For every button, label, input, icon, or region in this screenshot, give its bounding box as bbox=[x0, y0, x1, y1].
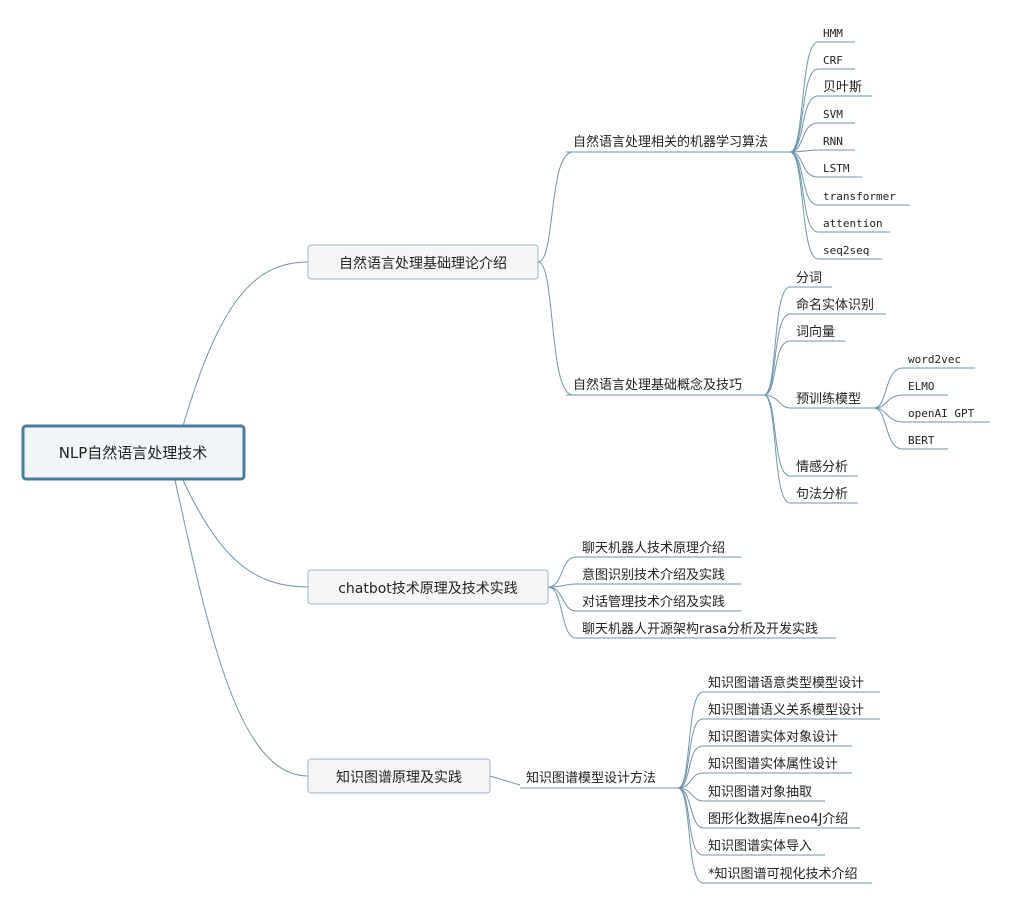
svg-text:SVM: SVM bbox=[823, 108, 843, 121]
svg-text:命名实体识别: 命名实体识别 bbox=[796, 297, 874, 313]
basic-concepts-links bbox=[763, 286, 791, 504]
branch-knowledge-graph[interactable]: 知识图谱原理及实践 bbox=[307, 758, 491, 794]
leaf-bert[interactable]: BERT bbox=[903, 434, 948, 450]
svg-text:word2vec: word2vec bbox=[908, 353, 961, 366]
ml-algorithm-links bbox=[789, 41, 819, 260]
node-ml-algorithms[interactable]: 自然语言处理相关的机器学习算法 bbox=[566, 134, 790, 153]
leaf-elmo[interactable]: ELMO bbox=[903, 380, 948, 396]
svg-text:LSTM: LSTM bbox=[823, 162, 850, 175]
svg-text:ELMO: ELMO bbox=[908, 380, 935, 393]
leaf-transformer[interactable]: transformer bbox=[818, 190, 910, 206]
leaf-attention[interactable]: attention bbox=[818, 217, 890, 233]
leaf-openai-gpt[interactable]: openAI GPT bbox=[903, 407, 990, 423]
svg-text:意图识别技术介绍及实践: 意图识别技术介绍及实践 bbox=[582, 567, 725, 583]
svg-text:attention: attention bbox=[823, 217, 883, 230]
node-basic-concepts[interactable]: 自然语言处理基础概念及技巧 bbox=[566, 377, 764, 396]
kg-design-links bbox=[677, 691, 704, 884]
leaf-neo4j[interactable]: 图形化数据库neo4J介绍 bbox=[703, 811, 860, 829]
svg-text:知识图谱对象抽取: 知识图谱对象抽取 bbox=[708, 784, 812, 800]
svg-text:知识图谱语义关系模型设计: 知识图谱语义关系模型设计 bbox=[708, 702, 864, 718]
svg-text:对话管理技术介绍及实践: 对话管理技术介绍及实践 bbox=[582, 595, 725, 610]
svg-text:知识图谱实体对象设计: 知识图谱实体对象设计 bbox=[708, 729, 838, 745]
label-kg-model-design: 知识图谱模型设计方法 bbox=[526, 770, 656, 786]
root-links bbox=[174, 261, 309, 777]
branch-nlp-basics[interactable]: 自然语言处理基础理论介绍 bbox=[307, 244, 539, 280]
leaf-kg-semantic-relation[interactable]: 知识图谱语义关系模型设计 bbox=[703, 702, 880, 720]
branch1-links bbox=[537, 151, 574, 396]
pretrained-links bbox=[873, 367, 904, 450]
leaf-kg-entity-object[interactable]: 知识图谱实体对象设计 bbox=[703, 729, 852, 747]
svg-text:知识图谱实体属性设计: 知识图谱实体属性设计 bbox=[708, 756, 838, 772]
svg-text:seq2seq: seq2seq bbox=[823, 244, 869, 257]
branch-label-nlp-basics: 自然语言处理基础理论介绍 bbox=[339, 255, 507, 272]
svg-text:情感分析: 情感分析 bbox=[796, 459, 848, 475]
leaf-word2vec[interactable]: word2vec bbox=[903, 353, 975, 369]
svg-text:BERT: BERT bbox=[908, 434, 935, 447]
root-label: NLP自然语言处理技术 bbox=[59, 444, 208, 462]
leaf-sentiment-analysis[interactable]: 情感分析 bbox=[790, 459, 858, 477]
leaf-chatbot-principles[interactable]: 聊天机器人技术原理介绍 bbox=[576, 541, 741, 558]
svg-text:预训练模型: 预训练模型 bbox=[796, 392, 861, 407]
svg-text:聊天机器人开源架构rasa分析及开发实践: 聊天机器人开源架构rasa分析及开发实践 bbox=[582, 621, 818, 637]
leaf-kg-visualization[interactable]: *知识图谱可视化技术介绍 bbox=[703, 866, 872, 884]
root-node[interactable]: NLP自然语言处理技术 bbox=[21, 424, 246, 481]
svg-text:RNN: RNN bbox=[823, 135, 843, 148]
branch-label-knowledge-graph: 知识图谱原理及实践 bbox=[336, 769, 462, 786]
leaf-kg-semantic-type[interactable]: 知识图谱语意类型模型设计 bbox=[703, 675, 880, 693]
leaf-kg-entity-attribute[interactable]: 知识图谱实体属性设计 bbox=[703, 756, 852, 774]
leaf-kg-entity-import[interactable]: 知识图谱实体导入 bbox=[703, 838, 825, 856]
svg-text:知识图谱实体导入: 知识图谱实体导入 bbox=[708, 838, 812, 854]
leaf-rnn[interactable]: RNN bbox=[818, 135, 855, 151]
leaf-seq2seq[interactable]: seq2seq bbox=[818, 244, 882, 260]
node-pretrained-models[interactable]: 预训练模型 bbox=[790, 392, 874, 409]
leaf-dialog-management[interactable]: 对话管理技术介绍及实践 bbox=[576, 595, 741, 612]
leaf-bayes[interactable]: 贝叶斯 bbox=[818, 80, 872, 97]
leaf-syntax-analysis[interactable]: 句法分析 bbox=[790, 487, 858, 504]
svg-text:图形化数据库neo4J介绍: 图形化数据库neo4J介绍 bbox=[708, 811, 848, 827]
svg-text:分词: 分词 bbox=[796, 271, 822, 286]
kg-link bbox=[489, 775, 521, 786]
branch-label-chatbot: chatbot技术原理及技术实践 bbox=[338, 581, 518, 597]
leaf-intent-recognition[interactable]: 意图识别技术介绍及实践 bbox=[576, 567, 741, 585]
chatbot-links bbox=[547, 556, 577, 639]
svg-text:transformer: transformer bbox=[823, 190, 896, 203]
leaf-crf[interactable]: CRF bbox=[818, 54, 855, 70]
svg-text:知识图谱语意类型模型设计: 知识图谱语意类型模型设计 bbox=[708, 675, 864, 691]
label-basic-concepts: 自然语言处理基础概念及技巧 bbox=[573, 377, 742, 393]
leaf-ner[interactable]: 命名实体识别 bbox=[790, 297, 886, 315]
leaf-svm[interactable]: SVM bbox=[818, 108, 855, 124]
svg-text:*知识图谱可视化技术介绍: *知识图谱可视化技术介绍 bbox=[708, 866, 858, 882]
svg-text:词向量: 词向量 bbox=[796, 324, 835, 340]
leaf-kg-object-extraction[interactable]: 知识图谱对象抽取 bbox=[703, 784, 825, 802]
leaf-hmm[interactable]: HMM bbox=[818, 27, 855, 43]
svg-text:贝叶斯: 贝叶斯 bbox=[823, 80, 862, 95]
leaf-word-vector[interactable]: 词向量 bbox=[790, 324, 845, 342]
svg-text:句法分析: 句法分析 bbox=[796, 487, 848, 502]
node-kg-model-design[interactable]: 知识图谱模型设计方法 bbox=[520, 770, 678, 789]
svg-text:HMM: HMM bbox=[823, 27, 843, 40]
leaf-rasa[interactable]: 聊天机器人开源架构rasa分析及开发实践 bbox=[576, 621, 836, 639]
svg-text:openAI GPT: openAI GPT bbox=[908, 407, 975, 420]
leaf-word-segmentation[interactable]: 分词 bbox=[790, 271, 832, 288]
svg-text:聊天机器人技术原理介绍: 聊天机器人技术原理介绍 bbox=[582, 541, 725, 556]
label-ml-algorithms: 自然语言处理相关的机器学习算法 bbox=[573, 134, 768, 150]
branch-chatbot[interactable]: chatbot技术原理及技术实践 bbox=[307, 569, 549, 605]
leaf-lstm[interactable]: LSTM bbox=[818, 162, 862, 178]
svg-text:CRF: CRF bbox=[823, 54, 843, 67]
